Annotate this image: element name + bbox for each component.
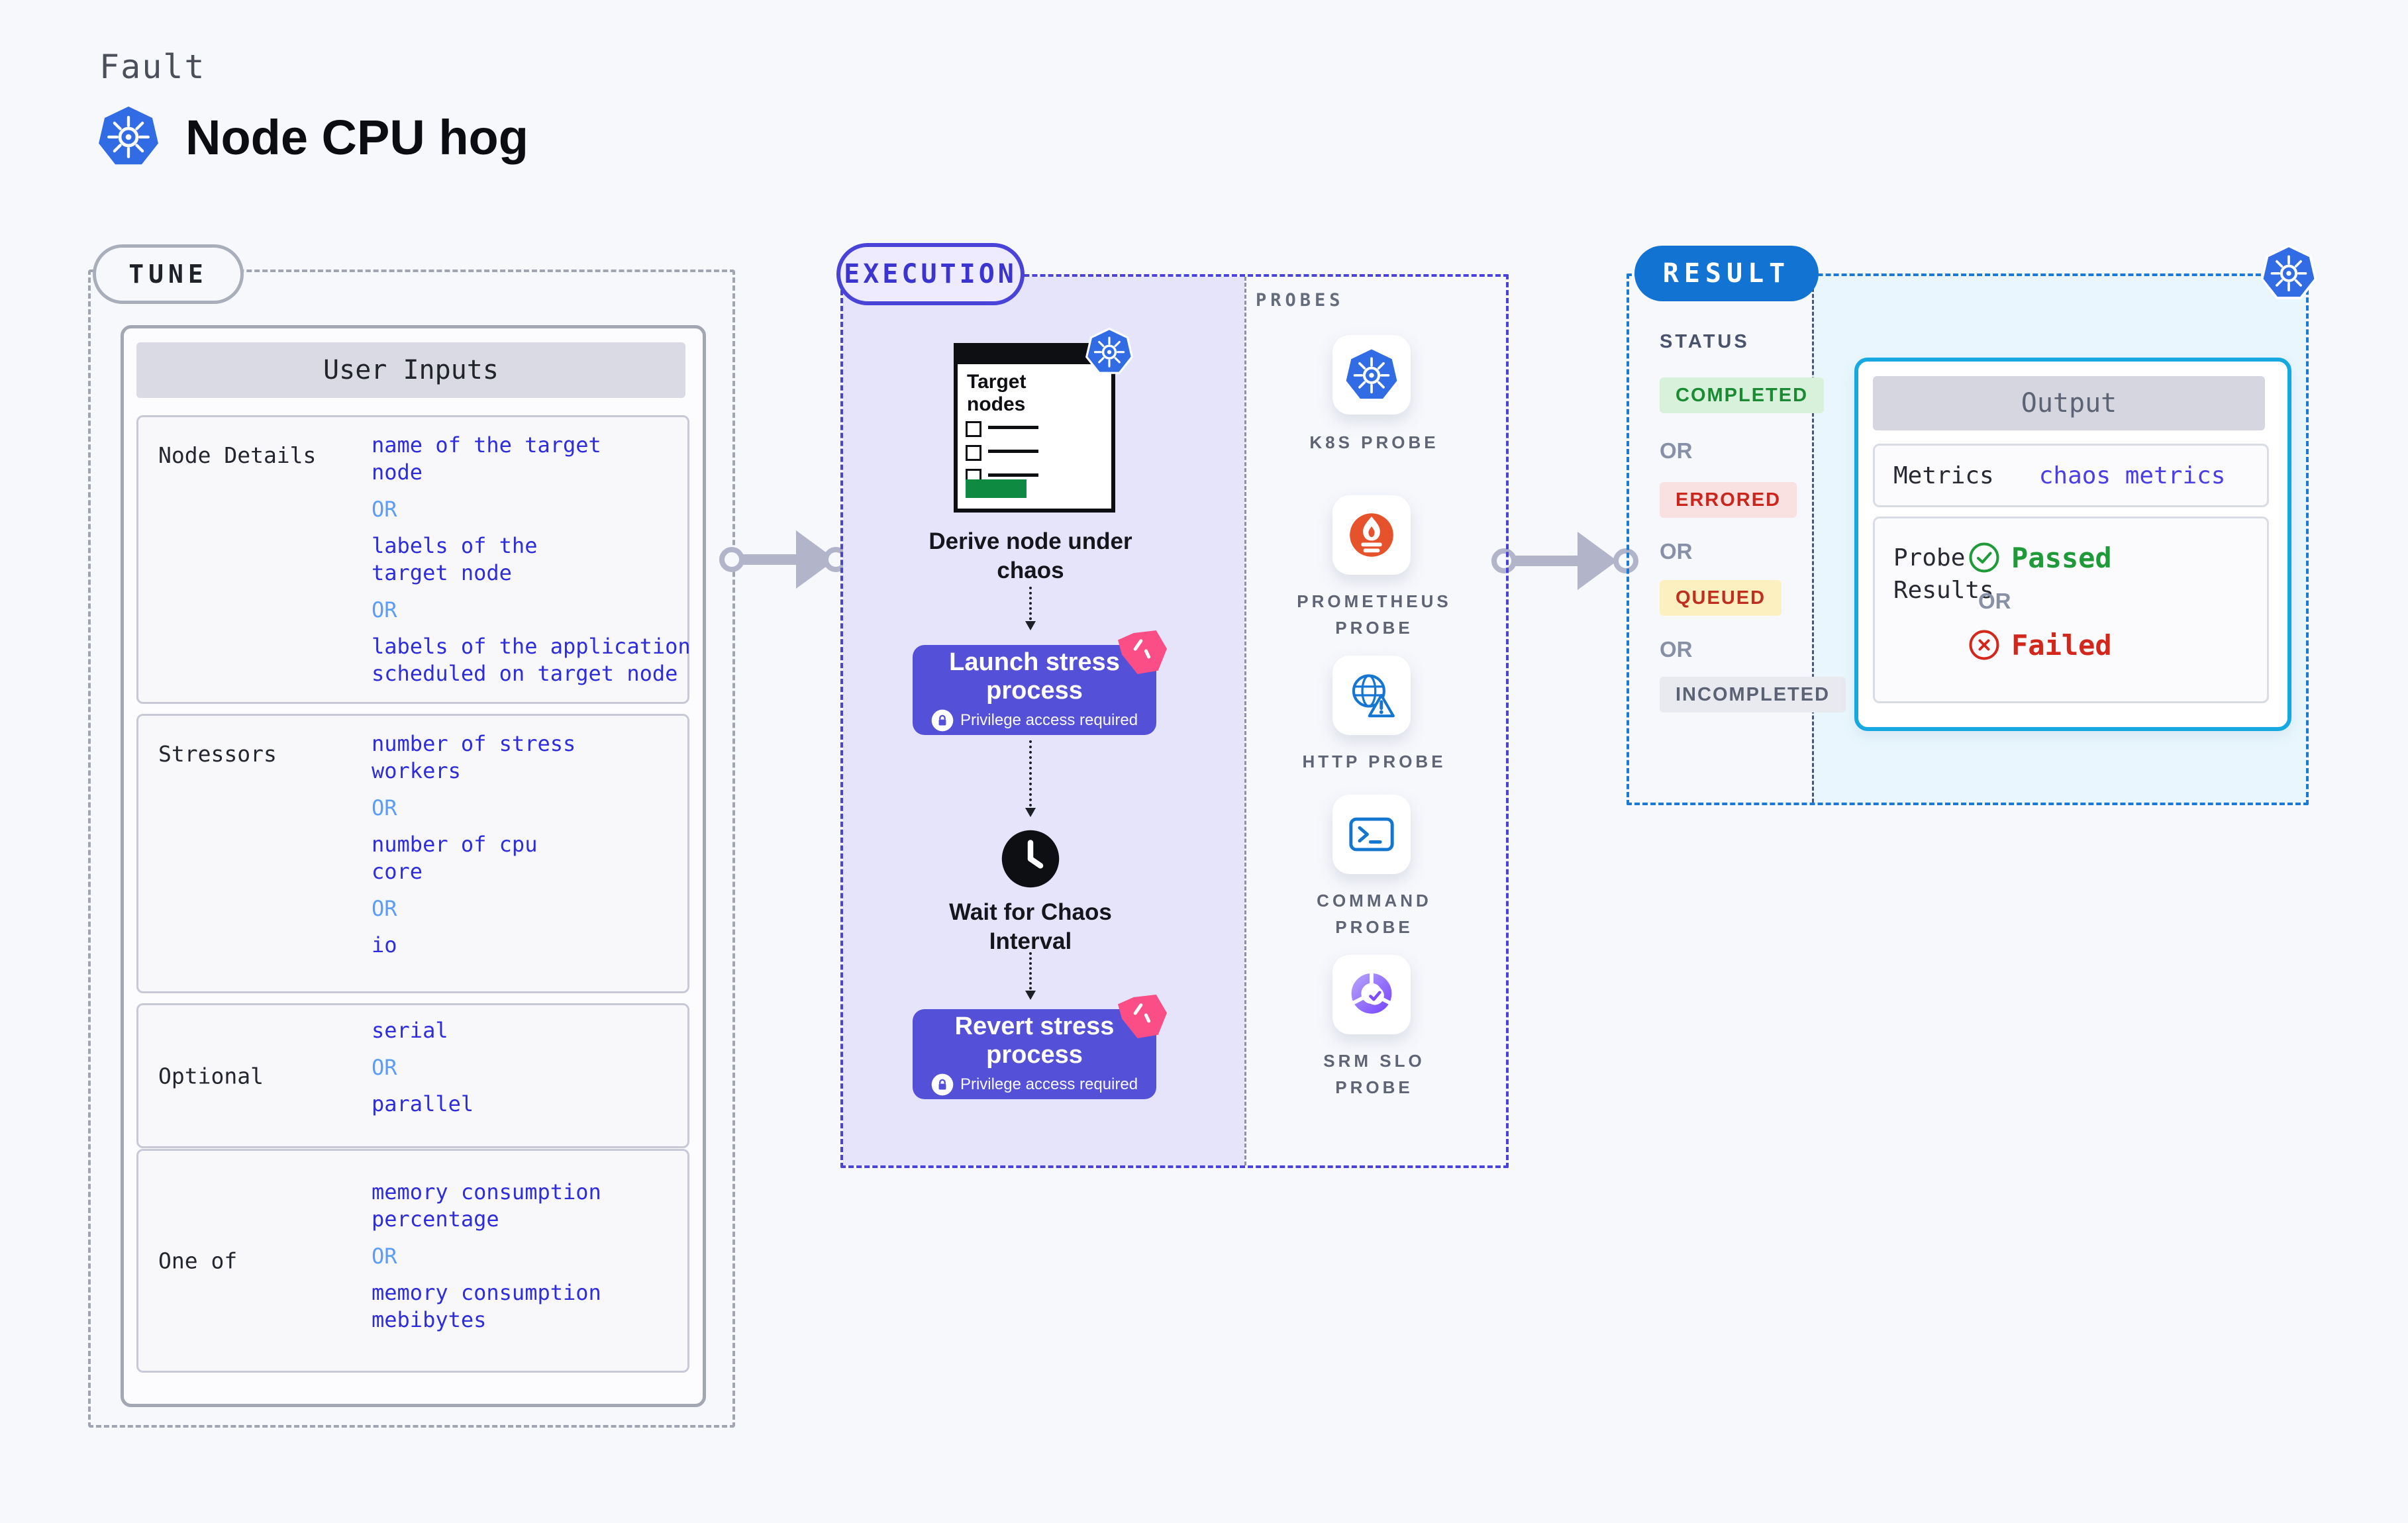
result-divider: [1812, 276, 1814, 803]
input-value: memory consumption percentage: [372, 1179, 601, 1232]
input-row-optional: Optional serial OR parallel: [136, 1003, 689, 1148]
input-value: number of stress workers: [372, 731, 576, 783]
or-separator: OR: [1978, 589, 2011, 613]
or-separator: OR: [372, 795, 397, 820]
window-titlebar: [958, 347, 1111, 364]
status-title: STATUS: [1660, 331, 1750, 352]
target-nodes-window: Target nodes: [954, 343, 1115, 513]
probe-label: COMMAND PROBE: [1317, 891, 1432, 938]
checkbox-icon: [966, 421, 981, 437]
probe-card-srm-slo: [1332, 955, 1411, 1034]
probe-label: K8S PROBE: [1309, 432, 1439, 452]
step-wait-label: Wait for Chaos Interval: [949, 899, 1112, 955]
failed-label: Failed: [2011, 628, 2112, 662]
input-row-label: Node Details: [158, 442, 317, 468]
or-separator: OR: [372, 496, 397, 522]
status-badge-completed: COMPLETED: [1660, 377, 1825, 413]
input-value: parallel: [372, 1091, 474, 1116]
input-row-node-details: Node Details name of the target node OR …: [136, 415, 691, 704]
status-badge-incompleted: INCOMPLETED: [1660, 677, 1846, 712]
result-badge: RESULT: [1634, 246, 1819, 301]
status-badge-errored: ERRORED: [1660, 482, 1797, 518]
revert-stress-process-node: Revert stress process Privilege access r…: [913, 995, 1167, 1099]
probe-card-prometheus: [1332, 495, 1411, 575]
probe-label: PROMETHEUS PROBE: [1297, 591, 1452, 638]
metrics-value: chaos metrics: [2038, 462, 2226, 489]
prometheus-icon: [1344, 508, 1399, 562]
or-separator: OR: [1660, 539, 1693, 564]
kubernetes-icon: [97, 105, 160, 168]
flow-connector-down: [1025, 952, 1036, 1000]
page-title: Node CPU hog: [185, 110, 528, 165]
probe-card-k8s: [1332, 335, 1411, 415]
kubernetes-icon: [1083, 326, 1135, 377]
probes-divider: [1244, 277, 1246, 1165]
flow-connector-down: [1025, 587, 1036, 630]
lock-icon: [931, 1073, 954, 1096]
check-circle-icon: [1968, 541, 2001, 574]
probe-card-http: [1332, 656, 1411, 735]
input-value: labels of the target node: [372, 532, 538, 585]
kubernetes-icon: [2258, 242, 2319, 303]
flow-connector-down: [1025, 740, 1036, 817]
window-green-button: [966, 479, 1027, 498]
user-inputs-header: User Inputs: [136, 342, 685, 398]
launch-stress-process-node: Launch stress process Privilege access r…: [913, 630, 1167, 735]
input-row-stressors: Stressors number of stress workers OR nu…: [136, 714, 689, 993]
x-circle-icon: [1968, 628, 2001, 662]
status-badge-queued: QUEUED: [1660, 580, 1782, 616]
process-title: Launch stress process: [949, 648, 1120, 705]
output-header: Output: [1873, 376, 2265, 430]
http-globe-icon: [1344, 668, 1399, 722]
or-separator: OR: [372, 597, 397, 622]
input-row-one-of: One of memory consumption percentage OR …: [136, 1149, 689, 1373]
output-panel: Output Metrics chaos metrics Probe Resul…: [1854, 358, 2291, 731]
probe-card-command: [1332, 795, 1411, 874]
or-separator: OR: [1660, 637, 1693, 662]
lock-icon: [931, 709, 954, 732]
input-value: labels of the application scheduled on t…: [372, 633, 691, 686]
checkbox-icon: [966, 445, 981, 461]
or-separator: OR: [372, 895, 397, 921]
tune-section-border: [88, 270, 735, 1428]
input-value: serial: [372, 1018, 448, 1043]
input-row-label: Stressors: [158, 741, 277, 767]
tune-badge: TUNE: [93, 244, 244, 304]
step-derive-label: Derive node under chaos: [928, 528, 1132, 584]
probe-label: HTTP PROBE: [1302, 752, 1446, 771]
probe-results-label: Probe Results: [1893, 544, 1994, 604]
window-title: Target nodes: [967, 371, 1027, 415]
privilege-note: Privilege access required: [960, 1075, 1138, 1093]
metrics-label: Metrics: [1893, 462, 1994, 489]
passed-label: Passed: [2011, 541, 2112, 574]
fault-kicker: Fault: [99, 48, 206, 86]
input-row-label: Optional: [158, 1063, 264, 1089]
probe-label: SRM SLO PROBE: [1323, 1051, 1425, 1098]
or-separator: OR: [372, 1054, 397, 1080]
metrics-row: Metrics chaos metrics: [1873, 444, 2269, 507]
kubernetes-icon: [1344, 348, 1399, 402]
probes-title: PROBES: [1256, 290, 1344, 311]
input-value: io: [372, 932, 397, 958]
execution-badge: EXECUTION: [836, 243, 1025, 305]
privilege-note: Privilege access required: [960, 711, 1138, 729]
input-value: name of the target node: [372, 432, 601, 485]
clock-icon: [999, 828, 1062, 890]
srm-slo-icon: [1344, 967, 1399, 1022]
process-title: Revert stress process: [954, 1012, 1115, 1069]
input-value: number of cpu core: [372, 831, 538, 884]
probe-results-row: Probe Results Passed OR Failed: [1873, 516, 2269, 703]
command-terminal-icon: [1344, 807, 1399, 861]
or-separator: OR: [372, 1243, 397, 1269]
input-row-label: One of: [158, 1248, 238, 1274]
or-separator: OR: [1660, 438, 1693, 463]
input-value: memory consumption mebibytes: [372, 1279, 601, 1332]
